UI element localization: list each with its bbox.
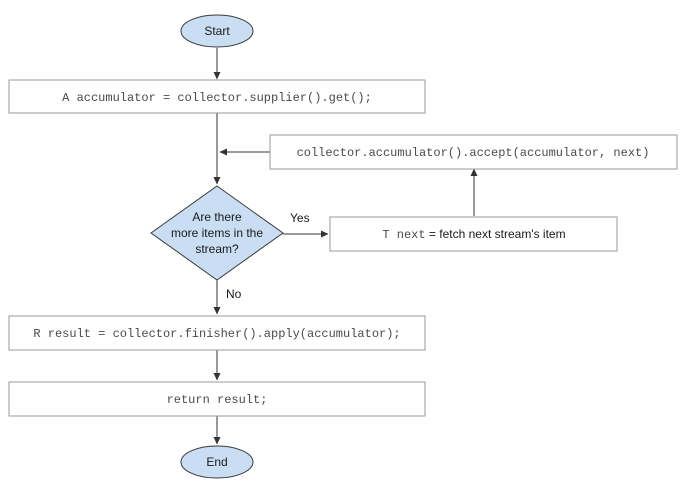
finish-step-label: R result = collector.finisher().apply(ac…: [33, 327, 400, 341]
end-node: [180, 445, 254, 479]
init-step-label: A accumulator = collector.supplier().get…: [62, 91, 372, 105]
fetch-step-box: [329, 216, 618, 252]
fetch-step-code: T next: [382, 228, 425, 242]
accumulate-step-box: [269, 134, 678, 170]
no-label: No: [226, 287, 242, 301]
return-step-label: return result;: [167, 393, 268, 407]
fetch-step-text: = fetch next stream's item: [426, 227, 566, 241]
decision-line-3: stream?: [195, 242, 239, 256]
start-node: [180, 14, 254, 48]
accumulate-step-label: collector.accumulator().accept(accumulat…: [297, 146, 650, 160]
return-step-box: [8, 381, 426, 417]
yes-label: Yes: [290, 211, 310, 225]
fetch-step-label: T next = fetch next stream's item: [382, 227, 565, 242]
finish-step-box: [8, 315, 426, 351]
end-label: End: [206, 455, 227, 469]
connectors: [213, 48, 478, 445]
decision-line-2: more items in the: [171, 226, 263, 240]
decision-line-1: Are there: [192, 210, 242, 224]
decision-node: [150, 185, 284, 281]
start-label: Start: [204, 24, 230, 38]
init-step-box: [8, 79, 426, 114]
